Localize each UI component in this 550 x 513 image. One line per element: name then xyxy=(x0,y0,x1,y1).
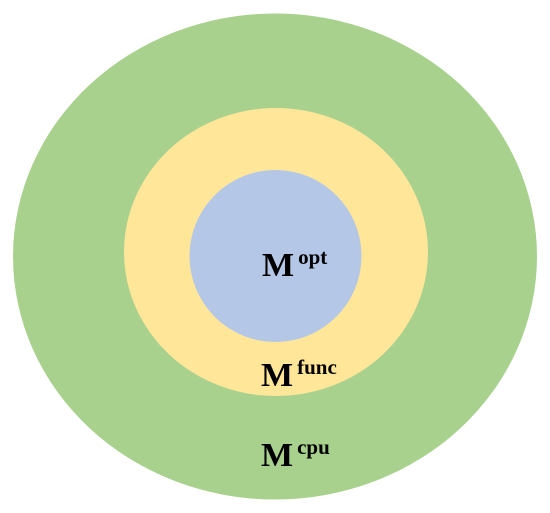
middle-circle-label: M func xyxy=(261,355,337,394)
inner-circle xyxy=(189,170,362,342)
outer-circle-label: M cpu xyxy=(261,435,330,474)
inner-circle-label: M opt xyxy=(262,245,327,284)
